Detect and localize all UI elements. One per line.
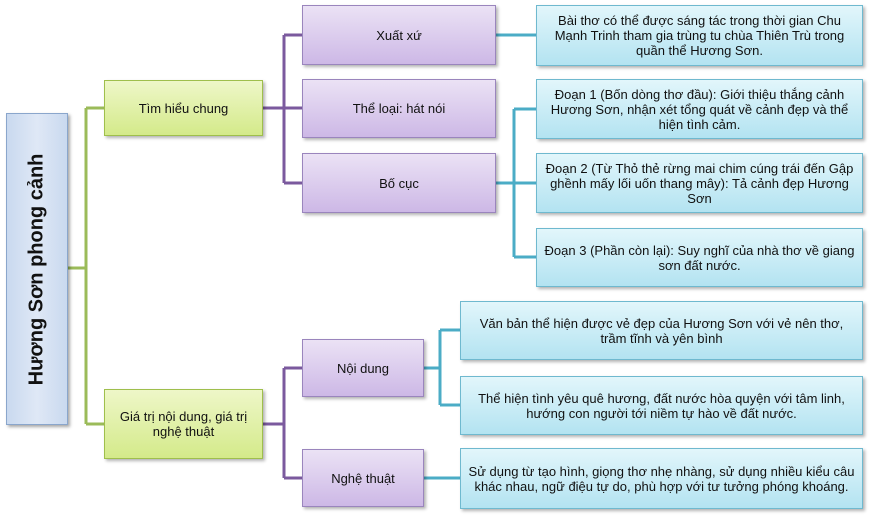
root-node: Hương Sơn phong cảnh [6, 113, 68, 425]
node-label: Nghệ thuật [331, 470, 395, 486]
branch-connectors [263, 33, 302, 480]
root-connectors [68, 106, 104, 426]
detail-text: Sử dụng từ tạo hình, giọng thơ nhẹ nhàng… [468, 463, 855, 494]
detail-connectors [424, 33, 536, 480]
detail-doan-1: Đoạn 1 (Bốn dòng thơ đầu): Giới thiệu th… [536, 79, 863, 139]
detail-noi-dung-1: Văn bản thể hiện được vẻ đẹp của Hương S… [460, 301, 863, 360]
branch-gia-tri: Giá trị nội dung, giá trị nghệ thuật [104, 389, 263, 459]
branch-label: Giá trị nội dung, giá trị nghệ thuật [119, 409, 248, 439]
detail-text: Đoạn 1 (Bốn dòng thơ đầu): Giới thiệu th… [550, 86, 849, 132]
node-bo-cuc: Bố cục [302, 153, 496, 213]
node-noi-dung: Nội dung [302, 339, 424, 397]
detail-doan-3: Đoạn 3 (Phần còn lại): Suy nghĩ của nhà … [536, 228, 863, 287]
detail-text: Thể hiện tình yêu quê hương, đất nước hò… [478, 390, 845, 421]
detail-nghe-thuat: Sử dụng từ tạo hình, giọng thơ nhẹ nhàng… [460, 448, 863, 509]
detail-text: Đoạn 2 (Từ Thỏ thẻ rừng mai chim cúng tr… [545, 160, 854, 206]
node-label: Nội dung [336, 360, 390, 376]
node-label: Xuất xứ [376, 27, 422, 43]
detail-xuat-xu: Bài thơ có thể được sáng tác trong thời … [536, 5, 863, 66]
detail-noi-dung-2: Thể hiện tình yêu quê hương, đất nước hò… [460, 376, 863, 435]
branch-label: Tìm hiểu chung [138, 100, 229, 116]
branch-tim-hieu-chung: Tìm hiểu chung [104, 80, 263, 136]
node-xuat-xu: Xuất xứ [302, 5, 496, 65]
node-the-loai: Thể loại: hát nói [302, 79, 496, 138]
detail-text: Bài thơ có thể được sáng tác trong thời … [554, 13, 845, 58]
detail-text: Đoạn 3 (Phần còn lại): Suy nghĩ của nhà … [544, 242, 855, 273]
node-nghe-thuat: Nghệ thuật [302, 449, 424, 507]
detail-doan-2: Đoạn 2 (Từ Thỏ thẻ rừng mai chim cúng tr… [536, 153, 863, 213]
detail-text: Văn bản thể hiện được vẻ đẹp của Hương S… [479, 315, 844, 346]
root-title: Hương Sơn phong cảnh [25, 153, 48, 385]
node-label: Bố cục [379, 175, 419, 191]
node-label: Thể loại: hát nói [352, 101, 446, 116]
